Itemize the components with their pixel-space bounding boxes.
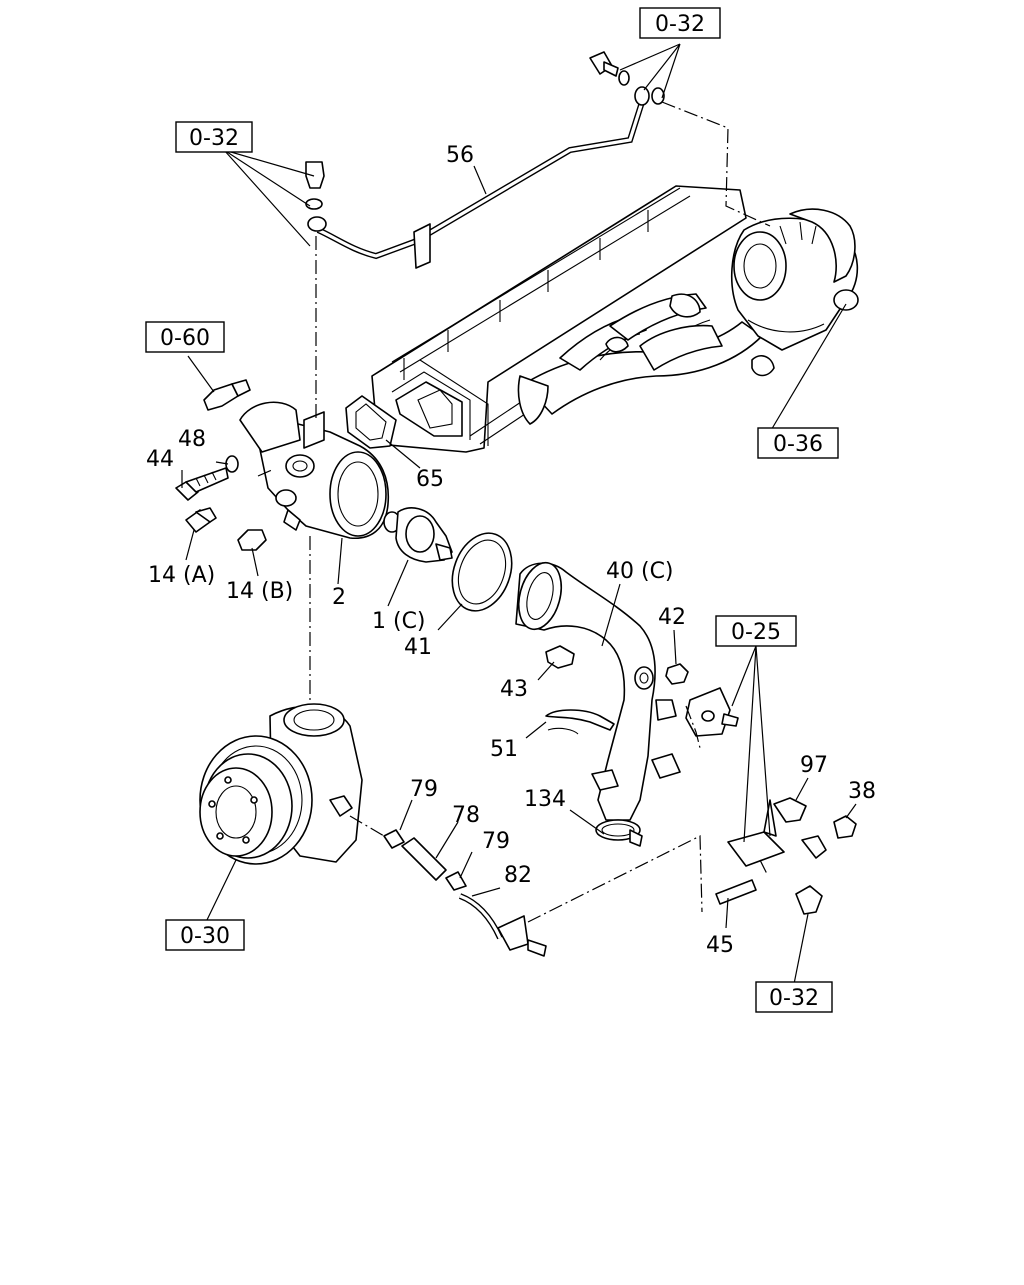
hose-78 (401, 837, 447, 881)
cylinder-head-block (371, 185, 747, 453)
ref-box-0-25[interactable]: 0-25 (715, 615, 797, 647)
part-label-82: 82 (504, 863, 532, 888)
bolt-43 (545, 645, 575, 669)
ref-box-0-36[interactable]: 0-36 (757, 427, 839, 459)
ref-box-0-32-left[interactable]: 0-32 (175, 121, 253, 153)
leader-lines (181, 43, 857, 985)
ref-box-label: 0-60 (160, 326, 210, 351)
water-pipe-40c (515, 561, 681, 821)
part-label-38: 38 (848, 779, 876, 804)
part-label-42: 42 (658, 605, 686, 630)
part-label-97: 97 (800, 753, 828, 778)
connector-79b (445, 871, 467, 891)
part-label-44: 44 (146, 447, 174, 472)
ref-box-label: 0-30 (180, 924, 230, 949)
ref-box-label: 0-32 (769, 986, 819, 1011)
thermostat-housing-2 (239, 401, 390, 540)
water-pump (199, 703, 363, 865)
part-label-45: 45 (706, 933, 734, 958)
part-label-48: 48 (178, 427, 206, 452)
pipe-82 (458, 893, 547, 957)
part-label-43: 43 (500, 677, 528, 702)
part-label-1c: 1 (C) (372, 609, 426, 634)
bolt-44 (175, 467, 229, 501)
turbocharger (730, 208, 859, 351)
alignment-lines (257, 101, 771, 923)
plug-14b (237, 529, 267, 551)
ref-box-label: 0-25 (731, 620, 781, 645)
clamp-134 (595, 819, 643, 847)
part-label-56: 56 (446, 143, 474, 168)
part-label-41: 41 (404, 635, 432, 660)
part-label-134: 134 (524, 787, 566, 812)
oil-pipe-56 (305, 51, 665, 269)
part-label-14a: 14 (A) (148, 563, 215, 588)
sensor-0-60 (203, 379, 251, 411)
gasket-65 (345, 395, 397, 449)
thermostat-1c (383, 507, 453, 563)
part-label-40c: 40 (C) (606, 559, 674, 584)
exhaust-manifold (517, 293, 775, 425)
ref-box-label: 0-36 (773, 432, 823, 457)
part-label-65: 65 (416, 467, 444, 492)
part-label-79a: 79 (410, 777, 438, 802)
ref-box-0-60[interactable]: 0-60 (145, 321, 225, 353)
part-label-2: 2 (332, 585, 346, 610)
part-label-14b: 14 (B) (226, 579, 293, 604)
ref-box-0-32-bottom[interactable]: 0-32 (755, 981, 833, 1013)
fitting (801, 835, 827, 859)
part-label-78: 78 (452, 803, 480, 828)
nut-42 (665, 663, 689, 685)
nut-38 (833, 815, 857, 839)
ref-box-0-32-top[interactable]: 0-32 (639, 7, 721, 39)
stud-45 (715, 879, 757, 905)
part-label-51: 51 (490, 737, 518, 762)
part-label-79b: 79 (482, 829, 510, 854)
bolt-0-32-bottom (795, 885, 823, 915)
gasket-41 (451, 532, 513, 612)
plug-14a (185, 507, 217, 533)
clip-51 (545, 709, 615, 735)
ref-box-label: 0-32 (655, 12, 705, 37)
connector-79a (383, 829, 405, 849)
part-labels: 56 65 48 44 14 (A) 14 (B) 2 1 (C) 41 40 … (146, 143, 876, 958)
bolt-97 (773, 797, 807, 823)
ref-box-0-30[interactable]: 0-30 (165, 919, 245, 951)
plate-bracket (727, 799, 785, 867)
bracket-0-25 (685, 687, 739, 737)
ref-box-label: 0-32 (189, 126, 239, 151)
